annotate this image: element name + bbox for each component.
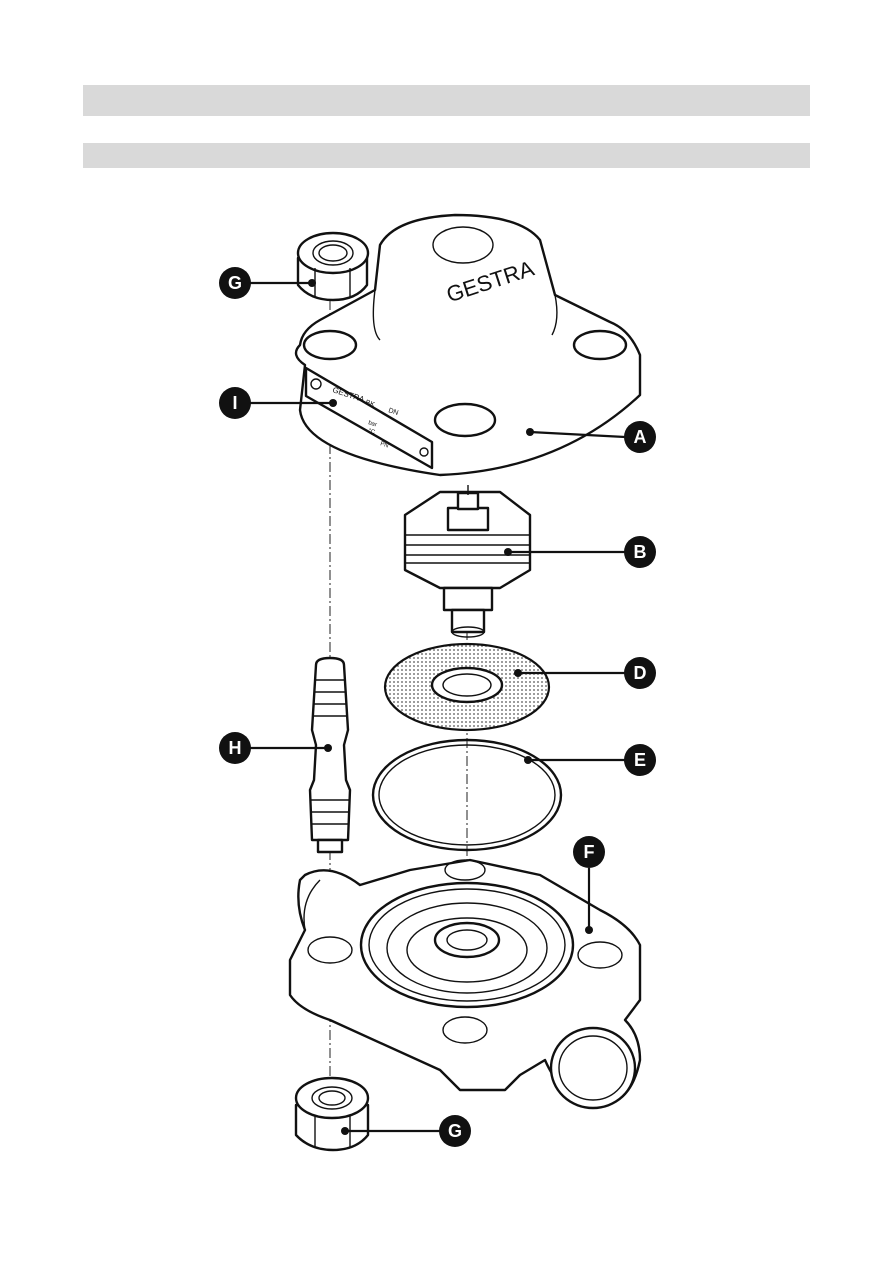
valve-body — [288, 858, 642, 1110]
callout-d-label: D — [634, 663, 647, 683]
leader-a — [529, 430, 626, 439]
nameplate-field-pk: BK — [364, 399, 375, 409]
callout-e-badge — [624, 744, 656, 776]
nameplate-field-temp: °C — [367, 428, 376, 436]
regulator-insert — [403, 485, 532, 638]
callout-i-badge — [219, 387, 251, 419]
callout-f-label: F — [584, 842, 595, 862]
header-bar-top — [83, 85, 810, 116]
cover-part: GESTRA GESTRA BK DN bar °C PN — [294, 213, 642, 477]
callout-i: I — [219, 387, 251, 419]
callout-b: B — [624, 536, 656, 568]
callout-h-label: H — [229, 738, 242, 758]
callout-f: F — [573, 836, 605, 868]
callout-e-label: E — [634, 750, 646, 770]
callout-g-top-label: G — [228, 273, 242, 293]
leader-lines — [250, 279, 626, 1135]
callout-h: H — [219, 732, 251, 764]
nameplate-field-dn: DN — [387, 407, 399, 417]
callout-d: D — [624, 657, 656, 689]
callout-d-badge — [624, 657, 656, 689]
callout-i-label: I — [232, 393, 237, 413]
callout-a-badge — [624, 421, 656, 453]
nut-bottom — [294, 1076, 370, 1152]
callout-h-badge — [219, 732, 251, 764]
callout-g-top: G — [219, 267, 251, 299]
callout-a-label: A — [634, 427, 647, 447]
sealing-ring — [371, 738, 563, 852]
nameplate-field-pn: PN — [379, 441, 389, 449]
callout-e: E — [624, 744, 656, 776]
callout-g-bottom-label: G — [448, 1121, 462, 1141]
callout-g-bottom-badge — [439, 1115, 471, 1147]
callout-b-label: B — [634, 542, 647, 562]
callout-f-badge — [573, 836, 605, 868]
gasket-disc — [383, 642, 551, 732]
callout-g-bottom: G — [439, 1115, 471, 1147]
callout-a: A — [624, 421, 656, 453]
callout-g-top-badge — [219, 267, 251, 299]
nameplate — [304, 366, 434, 470]
nameplate-field-bar: bar — [367, 420, 377, 428]
callout-b-badge — [624, 536, 656, 568]
nut-top — [296, 231, 370, 302]
header-bar-bottom — [83, 143, 810, 168]
stud-bolt — [308, 656, 352, 854]
